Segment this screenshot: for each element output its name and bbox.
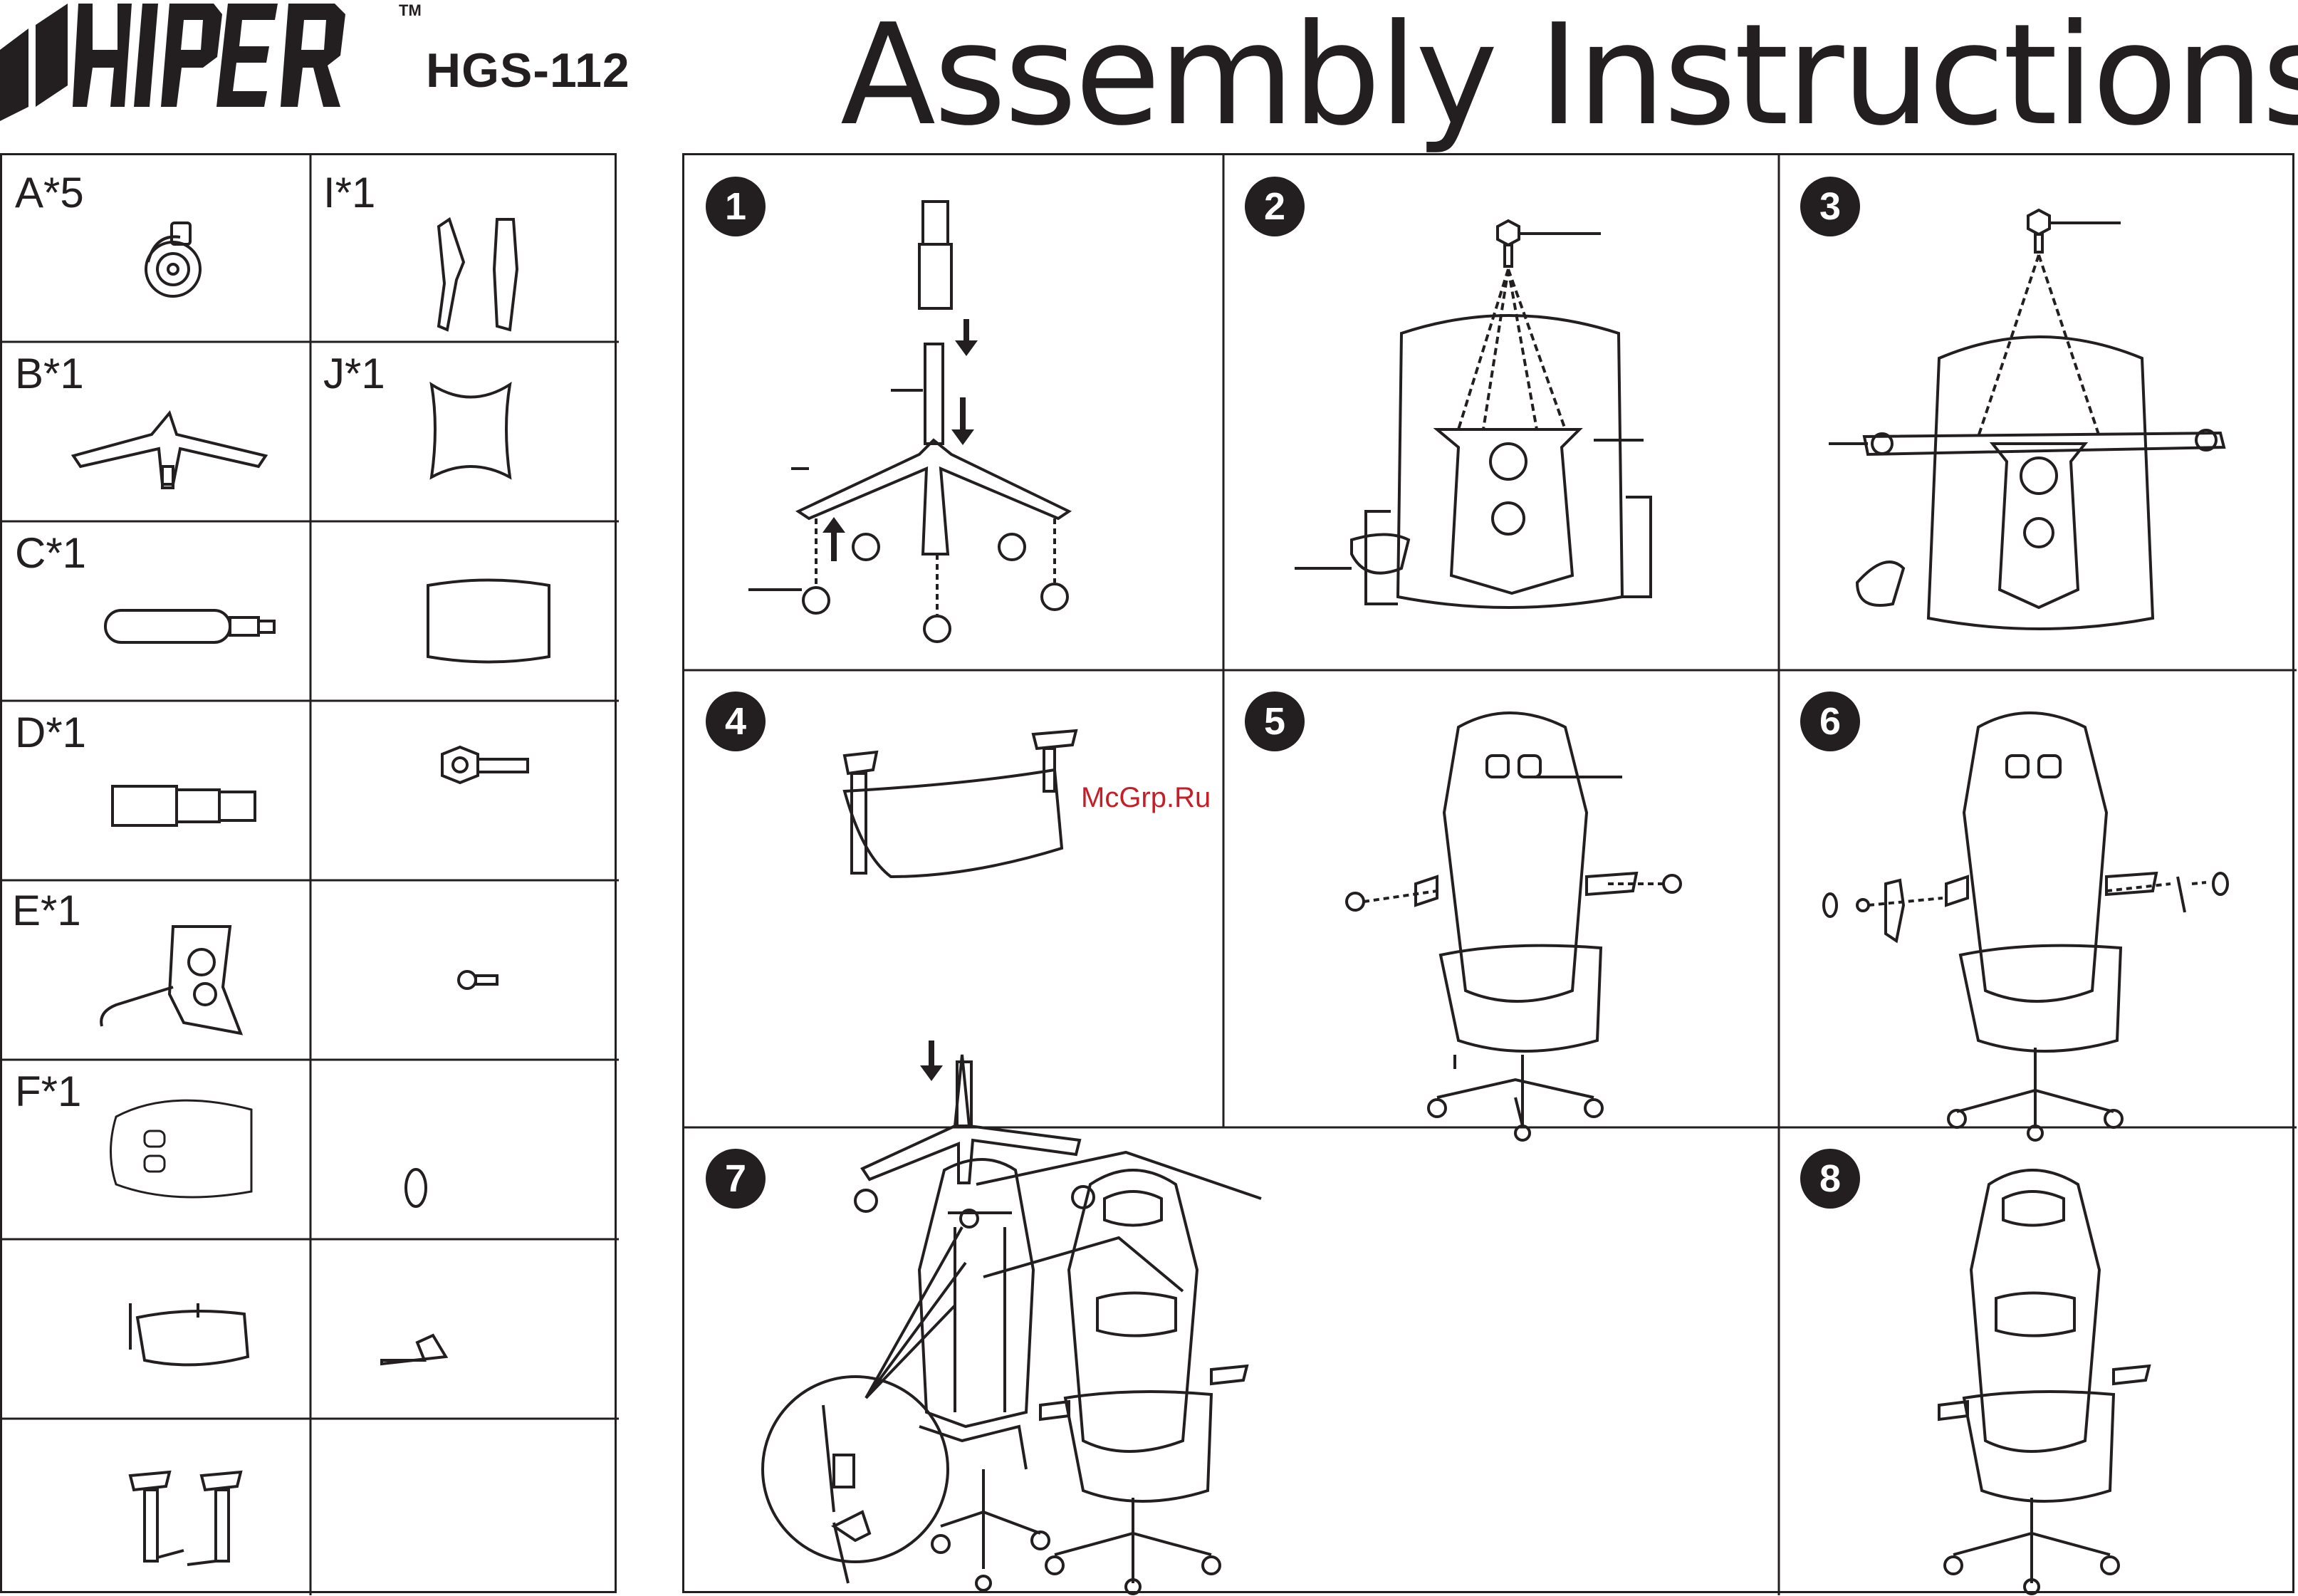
gas-lift-icon bbox=[2, 521, 310, 701]
part-cell-hex-bolt bbox=[310, 701, 619, 880]
backrest-icon bbox=[2, 1060, 310, 1239]
parts-list-panel: A*5 I*1 B*1 J*1 bbox=[0, 153, 617, 1593]
part-cell-five-star-base: B*1 bbox=[2, 342, 310, 521]
step-7-cell: 7 bbox=[684, 1127, 1779, 1595]
steps-panel: 1 2 bbox=[682, 153, 2294, 1593]
step-8-cell: 8 bbox=[1779, 1127, 2297, 1595]
step-5-cell: 5 bbox=[1223, 670, 1779, 1127]
part-cell-armrests bbox=[2, 1419, 310, 1595]
part-cell-backrest: F*1 bbox=[2, 1060, 310, 1239]
step-6-cell: 6 bbox=[1779, 670, 2297, 1127]
lumbar-pillow-icon bbox=[310, 521, 619, 701]
part-cell-allen-key bbox=[310, 1239, 619, 1419]
step-4-cell: 4 bbox=[684, 670, 1223, 1127]
armrests-icon bbox=[2, 1419, 310, 1595]
page-title: Assembly Instructions bbox=[840, 0, 2298, 157]
part-cell-armrest-cover: I*1 bbox=[310, 155, 619, 342]
step-1-cell: 1 bbox=[684, 155, 1223, 670]
seat-icon bbox=[2, 1239, 310, 1419]
step-2-cell: 2 bbox=[1223, 155, 1779, 670]
step-8-illustration bbox=[1779, 1127, 2297, 1595]
armrest-cover-icon bbox=[310, 155, 619, 342]
step-7-illustration bbox=[684, 1127, 1779, 1595]
part-cell-small-screw bbox=[310, 880, 619, 1060]
part-cell-gas-lift: C*1 bbox=[2, 521, 310, 701]
step-2-illustration bbox=[1223, 155, 1779, 670]
step-5-illustration bbox=[1223, 670, 1779, 1127]
part-cell-headrest-pillow: J*1 bbox=[310, 342, 619, 521]
watermark: McGrp.Ru bbox=[1081, 782, 1211, 814]
part-cell-cap bbox=[310, 1060, 619, 1239]
part-cell-lumbar-pillow bbox=[310, 521, 619, 701]
hiper-logo bbox=[0, 0, 427, 121]
cap-icon bbox=[310, 1060, 619, 1239]
headrest-pillow-icon bbox=[310, 342, 619, 521]
part-cell-caster-wheel: A*5 bbox=[2, 155, 310, 342]
allen-key-icon bbox=[310, 1239, 619, 1419]
small-screw-icon bbox=[310, 880, 619, 1060]
five-star-base-icon bbox=[2, 342, 310, 521]
step-6-illustration bbox=[1779, 670, 2297, 1127]
part-cell-seat bbox=[2, 1239, 310, 1419]
caster-wheel-icon bbox=[2, 155, 310, 342]
tilt-mechanism-icon bbox=[2, 880, 310, 1060]
part-cell-tilt-mechanism: E*1 bbox=[2, 880, 310, 1060]
step-3-illustration bbox=[1779, 155, 2297, 670]
step-3-cell: 3 bbox=[1779, 155, 2297, 670]
step-4-illustration bbox=[684, 670, 1223, 1127]
hex-bolt-icon bbox=[310, 701, 619, 880]
model-number: HGS-112 bbox=[426, 43, 630, 98]
step-1-illustration bbox=[684, 155, 1223, 670]
part-cell-empty bbox=[310, 1419, 619, 1595]
part-cell-gas-lift-cover: D*1 bbox=[2, 701, 310, 880]
trademark-mark: TM bbox=[399, 1, 422, 20]
gas-lift-cover-icon bbox=[2, 701, 310, 880]
